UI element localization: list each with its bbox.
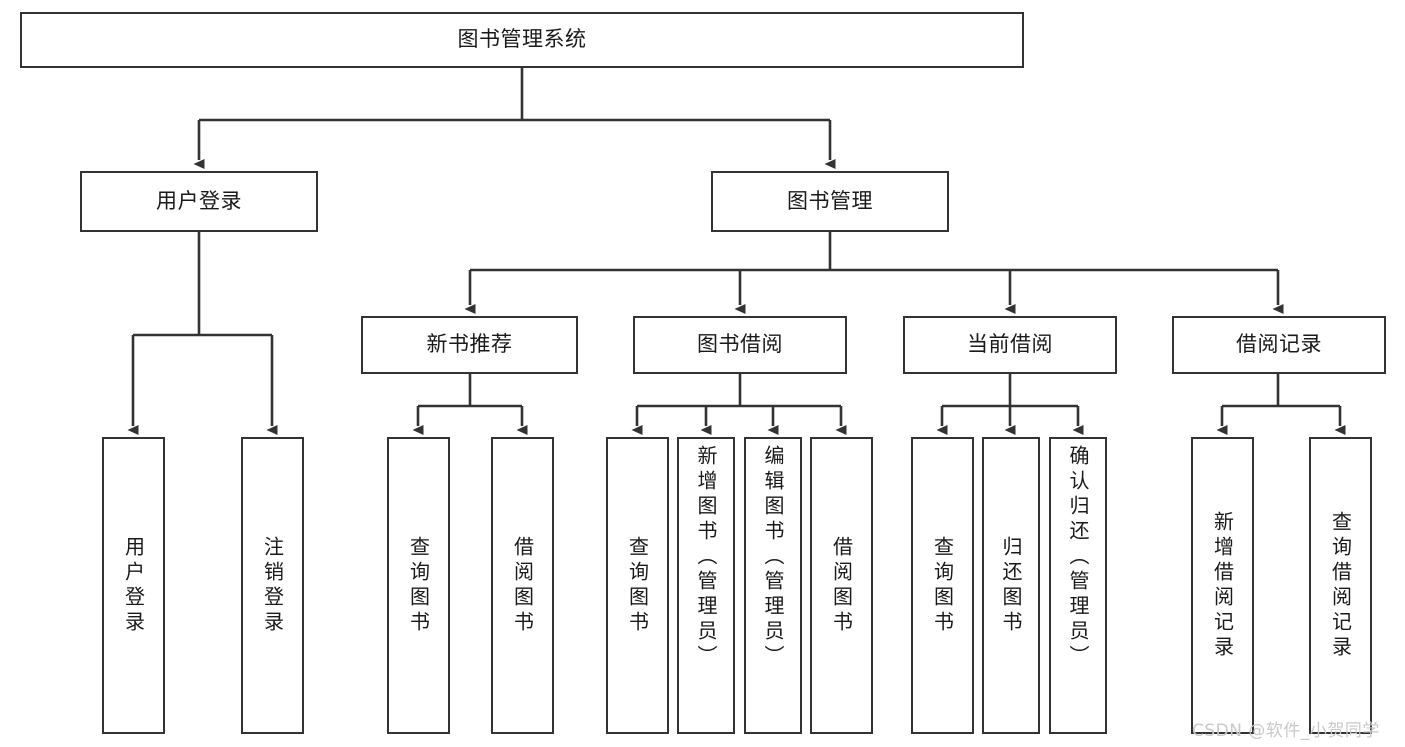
node-current-borrow-label: 当前借阅 — [967, 332, 1053, 357]
node-leaf-user-logout[interactable]: 注销登录 — [241, 437, 304, 734]
node-leaf-query-book-2-label: 查询图书 — [625, 535, 650, 636]
node-leaf-borrow-book-2-label: 借阅图书 — [829, 535, 854, 636]
node-leaf-query-book-1-label: 查询图书 — [406, 535, 431, 636]
node-borrow-record-label: 借阅记录 — [1236, 332, 1322, 357]
node-leaf-add-book[interactable]: 新增图书（管理员） — [677, 437, 735, 734]
node-current-borrow[interactable]: 当前借阅 — [903, 316, 1117, 374]
node-leaf-user-login[interactable]: 用户登录 — [102, 437, 165, 734]
node-book-borrow-label: 图书借阅 — [697, 332, 783, 357]
node-borrow-record[interactable]: 借阅记录 — [1172, 316, 1386, 374]
node-leaf-borrow-book-2[interactable]: 借阅图书 — [810, 437, 873, 734]
node-leaf-query-book-3[interactable]: 查询图书 — [911, 437, 974, 734]
node-user-login-label: 用户登录 — [156, 188, 242, 213]
node-leaf-query-book-2[interactable]: 查询图书 — [606, 437, 669, 734]
node-leaf-query-book-1[interactable]: 查询图书 — [387, 437, 450, 734]
node-user-login[interactable]: 用户登录 — [80, 171, 318, 232]
node-leaf-add-record-label: 新增借阅记录 — [1210, 510, 1235, 661]
node-book-borrow[interactable]: 图书借阅 — [633, 316, 847, 374]
node-book-manage[interactable]: 图书管理 — [711, 171, 949, 232]
node-leaf-add-book-label: 新增图书（管理员） — [694, 445, 718, 670]
node-leaf-return-book-label: 归还图书 — [999, 535, 1023, 636]
node-leaf-user-login-label: 用户登录 — [121, 535, 146, 636]
node-leaf-user-logout-label: 注销登录 — [260, 535, 285, 636]
node-leaf-borrow-book-1-label: 借阅图书 — [510, 535, 535, 636]
node-new-book-rec-label: 新书推荐 — [426, 332, 513, 357]
node-root-label: 图书管理系统 — [457, 27, 587, 52]
node-leaf-borrow-book-1[interactable]: 借阅图书 — [491, 437, 554, 734]
csdn-watermark: CSDN @软件_小贺同学 — [1192, 721, 1380, 741]
node-leaf-query-record-label: 查询借阅记录 — [1328, 510, 1353, 661]
node-leaf-query-record[interactable]: 查询借阅记录 — [1309, 437, 1372, 734]
node-book-manage-label: 图书管理 — [787, 188, 873, 213]
node-leaf-confirm-return[interactable]: 确认归还（管理员） — [1049, 437, 1107, 734]
node-new-book-rec[interactable]: 新书推荐 — [361, 316, 578, 374]
node-root[interactable]: 图书管理系统 — [20, 12, 1024, 68]
node-leaf-edit-book-label: 编辑图书（管理员） — [761, 445, 785, 670]
node-leaf-confirm-return-label: 确认归还（管理员） — [1066, 445, 1090, 670]
node-leaf-edit-book[interactable]: 编辑图书（管理员） — [744, 437, 802, 734]
node-leaf-return-book[interactable]: 归还图书 — [982, 437, 1040, 734]
node-leaf-add-record[interactable]: 新增借阅记录 — [1191, 437, 1254, 734]
node-leaf-query-book-3-label: 查询图书 — [930, 535, 955, 636]
